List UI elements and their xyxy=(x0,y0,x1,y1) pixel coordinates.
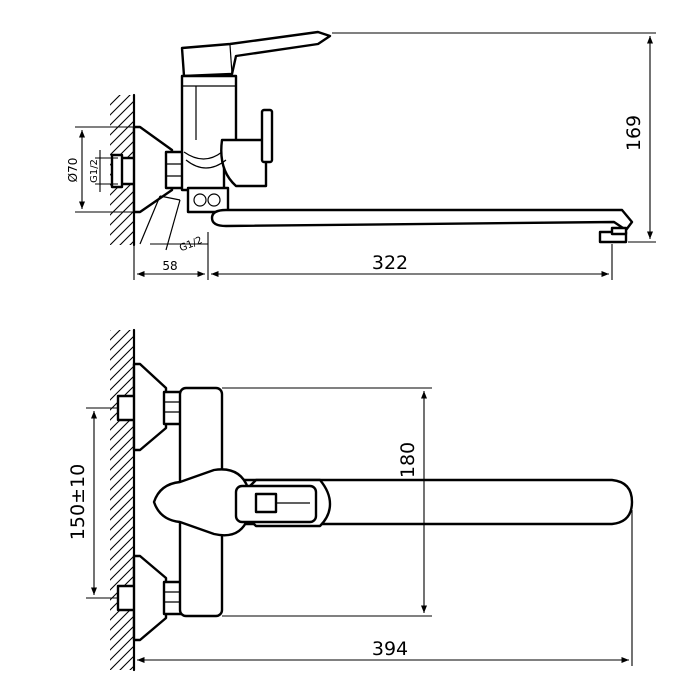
lever-grip xyxy=(254,492,278,514)
spout-side xyxy=(210,208,634,232)
dim-thread-outlet-label: G1/2 xyxy=(178,235,204,254)
lever-handle xyxy=(180,30,332,78)
dim-body-height-label: 180 xyxy=(397,442,419,478)
side-view: Ø70 G1/2 G1/2 58 322 169 xyxy=(66,30,656,280)
dim-height-label: 169 xyxy=(623,115,645,151)
flange-upper xyxy=(132,362,168,452)
dim-spout-length-label: 322 xyxy=(372,252,408,274)
spout-top xyxy=(228,478,634,526)
dim-thread-inlet-label: G1/2 xyxy=(89,159,100,183)
dim-offset-label: 58 xyxy=(162,259,177,273)
flange-lower xyxy=(132,554,168,642)
dim-total-length-label: 394 xyxy=(372,638,408,660)
inlet-fitting xyxy=(110,153,124,189)
dim-center-distance-label: 150±10 xyxy=(67,464,89,540)
diverter-knob xyxy=(260,108,274,164)
top-view: 150±10 180 394 xyxy=(67,328,634,672)
dim-flange-diameter-label: Ø70 xyxy=(66,158,80,183)
diverter-body xyxy=(220,138,268,188)
